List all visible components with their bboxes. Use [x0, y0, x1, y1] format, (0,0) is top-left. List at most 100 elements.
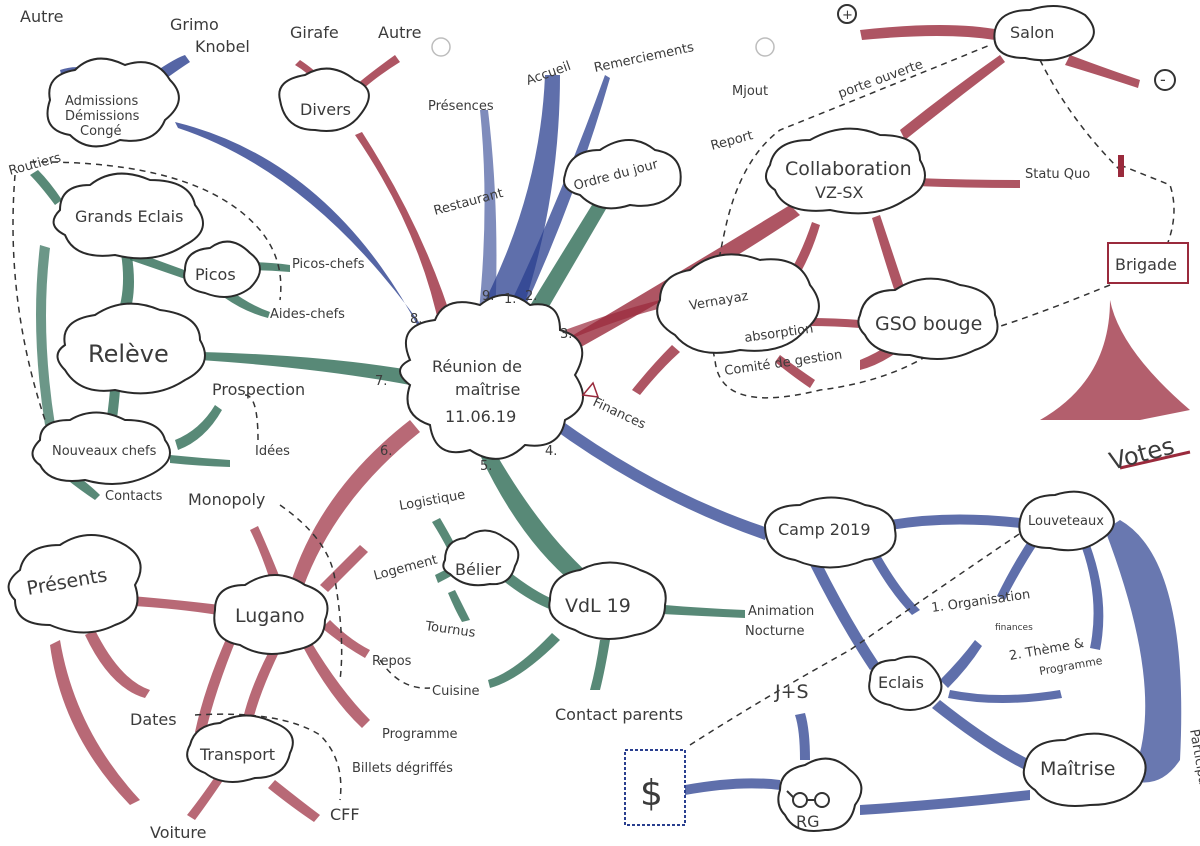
cloud-belier [442, 529, 520, 587]
branch-divers [355, 132, 455, 330]
camp-programme-label: Programme [1038, 654, 1103, 678]
autre-2-label: Autre [378, 23, 421, 42]
grimo-label: Grimo [170, 15, 219, 34]
cloud-presents [7, 534, 142, 634]
number-9: 9. [482, 289, 494, 304]
vdl-label: VdL 19 [565, 595, 631, 617]
admissions-label: Admissions [65, 94, 139, 109]
contact-parents-label: Contact parents [555, 705, 683, 724]
cloud-rg [777, 757, 863, 832]
minus-label: - [1160, 70, 1166, 89]
cff-label: CFF [330, 805, 360, 824]
punch-hole [755, 37, 775, 57]
branch-vernayaz [565, 300, 662, 340]
brigade-box [1107, 242, 1189, 284]
number-4: 4. [545, 444, 557, 459]
billets-label: Billets dégriffés [352, 761, 453, 776]
vz-sx-label: VZ-SX [815, 183, 864, 202]
demissions-label: Démissions [65, 109, 140, 124]
cloud-vernayaz [656, 253, 820, 354]
branch-presences [478, 110, 497, 320]
votes-label: Votes [1106, 432, 1177, 476]
branch-remerciements [505, 75, 610, 318]
brigade-label: Brigade [1115, 255, 1177, 274]
comite-label: Comité de gestion [723, 348, 843, 379]
number-5: 5. [480, 459, 492, 474]
repos-label: Repos [372, 654, 412, 669]
labels: Réunion de maîtrise 11.06.19 Finances 1.… [7, 7, 1200, 842]
cloud-eclais [868, 655, 943, 711]
picos-chefs-label: Picos-chefs [292, 257, 365, 272]
cloud-collaboration [765, 127, 926, 215]
cloud-admissions [46, 57, 180, 148]
logement-label: Logement [372, 552, 439, 583]
dates-label: Dates [130, 710, 177, 729]
cloud-ordre-du-jour [563, 139, 682, 210]
number-8: 8. [410, 312, 422, 327]
autre-label: Autre [20, 7, 63, 26]
cloud-picos [183, 240, 261, 298]
minus-circle [1154, 69, 1176, 91]
number-6: 6. [380, 444, 392, 459]
right-top-links [632, 25, 1191, 470]
grands-eclais-label: Grands Eclais [75, 207, 183, 226]
transport-label: Transport [199, 745, 275, 764]
girafe-label: Girafe [290, 23, 339, 42]
organisation-label: 1. Organisation [930, 587, 1031, 616]
camp-links [685, 514, 1182, 815]
gso-bouge-label: GSO bouge [875, 313, 982, 335]
branch-camp [548, 418, 768, 540]
plus-label: + [842, 8, 853, 23]
eclais-label: Eclais [878, 673, 924, 692]
statu-quo-label: Statu Quo [1025, 167, 1090, 182]
collaboration-label: Collaboration [785, 158, 912, 180]
cloud-grands-eclais [52, 172, 204, 260]
branch-lugano [290, 420, 420, 588]
glasses-icon [786, 790, 830, 808]
clouds [7, 5, 1147, 832]
salon-label: Salon [1010, 23, 1054, 42]
picos-label: Picos [195, 265, 236, 284]
cuisine-label: Cuisine [432, 684, 480, 699]
plus-circle [837, 4, 857, 24]
divers-label: Divers [300, 100, 351, 119]
cloud-camp [763, 496, 897, 569]
cloud-transport [186, 714, 294, 783]
lugano-programme-label: Programme [382, 727, 458, 742]
porte-ouverte-label: porte ouverte [836, 57, 925, 102]
votes-fan [1040, 300, 1190, 420]
cloud-gso-bouge [857, 277, 999, 360]
cloud-louveteaux [1018, 490, 1115, 552]
remerciements-label: Remerciements [593, 40, 696, 76]
cloud-nouveaux-chefs [31, 411, 171, 485]
finances-label: Finances [590, 395, 648, 433]
cloud-divers [278, 67, 370, 132]
mjout-label: Mjout [732, 84, 768, 99]
number-2: 2. [525, 289, 537, 304]
aides-chefs-label: Aides-chefs [270, 307, 345, 322]
lugano-label: Lugano [235, 605, 305, 627]
contacts-label: Contacts [105, 489, 163, 504]
center-line2: maîtrise [455, 380, 520, 399]
participation-label: Participation [1186, 728, 1200, 811]
cloud-vdl [548, 561, 667, 640]
number-7: 7. [375, 374, 387, 389]
center-line1: Réunion de [432, 357, 522, 376]
rg-label: RG [796, 812, 820, 831]
cloud-salon [993, 5, 1095, 62]
louveteaux-label: Louveteaux [1028, 514, 1104, 529]
nocturne-label: Nocturne [745, 624, 805, 639]
cloud-lugano [213, 574, 329, 655]
tournus-label: Tournus [423, 619, 476, 641]
number-1: 1. [504, 292, 516, 307]
center-date: 11.06.19 [445, 407, 516, 426]
knobel-label: Knobel [195, 37, 250, 56]
presences-label: Présences [428, 99, 494, 114]
js-label: J+S [774, 681, 809, 703]
dollar-stamp [624, 749, 686, 826]
lugano-links [50, 504, 370, 822]
logistique-label: Logistique [398, 488, 466, 514]
camp-label: Camp 2019 [778, 520, 871, 539]
